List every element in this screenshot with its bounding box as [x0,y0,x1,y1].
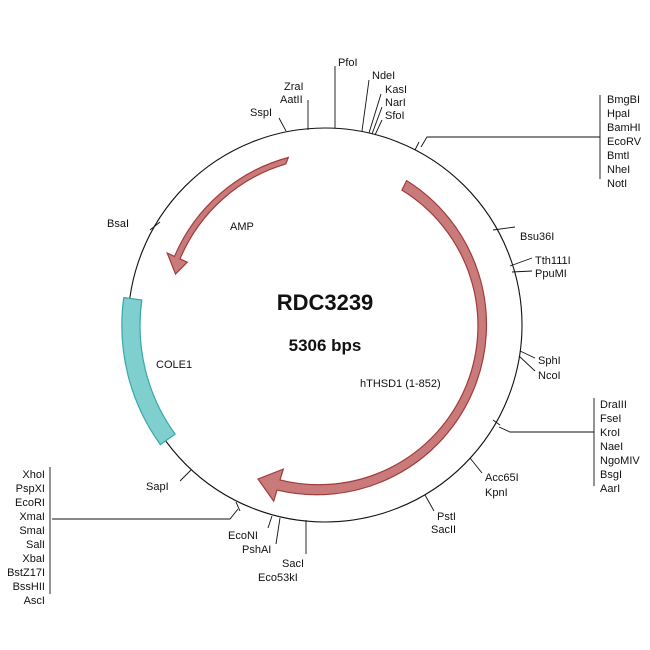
site-label-sfoi: SfoI [385,110,405,122]
site-tick-ppumi [511,270,533,273]
site-tick-ncoi [518,355,536,372]
site-tick-ndei [361,79,370,132]
site-label-sapi: SapI [146,481,169,493]
site-label-kasi: KasI [385,84,407,96]
site-label-bmgbi: BmgBI [607,94,640,106]
hthsd1-feature-label: hTHSD1 (1-852) [360,378,441,390]
site-label-bamhi: BamHI [607,122,641,134]
site-label-saci: SacI [282,558,304,570]
plasmid-backbone [127,127,523,523]
site-label-pfoi: PfoI [338,57,358,69]
site-cluster-right: DraIII FseI KroI NaeI NgoMIV BsgI AarI [492,398,640,495]
site-label-kpni: KpnI [485,487,508,499]
site-label-xhoi: XhoI [22,469,45,481]
cole1-feature-label: COLE1 [156,359,192,371]
plasmid-size: 5306 bps [289,336,362,355]
site-label-hpai: HpaI [607,108,630,120]
site-label-sacii: SacII [431,524,456,536]
site-label-sali: SalI [26,539,45,551]
amp-feature-label: AMP [230,221,254,233]
site-label-kroi: KroI [600,427,620,439]
site-tick-sfoi [374,119,383,136]
amp-feature-arrow [166,156,290,276]
site-tick-tth111i [509,257,533,267]
plasmid-name: RDC3239 [277,290,374,315]
site-label-bmti: BmtI [607,150,630,162]
site-label-econi: EcoNI [228,530,258,542]
site-tick-psti [424,494,435,512]
site-label-pshai: PshAI [242,544,271,556]
site-label-tth111i: Tth111I [535,255,571,267]
site-label-ndei: NdeI [372,70,395,82]
site-label-ngomiv: NgoMIV [600,455,640,467]
site-label-ppumi: PpuMI [535,268,567,280]
site-label-ecori: EcoRI [15,497,45,509]
site-label-aatii: AatII [280,94,303,106]
site-label-bsshii: BssHII [13,581,45,593]
site-tick-kasi [368,93,382,134]
hthsd1-feature-arrow [257,179,488,503]
site-tick-acc65i [469,457,483,474]
site-label-sspi: SspI [250,107,272,119]
site-label-nari: NarI [385,97,406,109]
site-label-psti: PstI [437,511,456,523]
site-tick-sapi [179,469,192,482]
site-label-bsu36i: Bsu36I [520,231,554,243]
site-label-xbai: XbaI [22,553,45,565]
site-label-draiii: DraIII [600,399,627,411]
site-tick-econi [267,515,273,529]
site-label-pspxi: PspXI [16,483,45,495]
site-label-xmai: XmaI [19,511,45,523]
site-label-bsgi: BsgI [600,469,622,481]
site-tick-sspi [278,117,287,132]
site-label-asci: AscI [24,595,45,607]
site-label-acc65i: Acc65I [485,472,519,484]
site-label-fsei: FseI [600,413,621,425]
site-cluster-top-right: BmgBI HpaI BamHI EcoRV BmtI NheI NotI [414,94,642,190]
site-tick-nari [371,106,383,135]
site-label-sphi: SphI [538,355,561,367]
site-label-naei: NaeI [600,441,623,453]
site-cluster-bottom-left: XhoI PspXI EcoRI XmaI SmaI SalI XbaI Bst… [7,467,241,607]
cole1-feature-box [121,296,176,446]
site-label-nhei: NheI [607,164,630,176]
site-tick-bsai [149,221,161,231]
site-label-eco53ki: Eco53kI [258,572,298,584]
site-label-smai: SmaI [19,525,45,537]
site-label-ncoi: NcoI [538,370,561,382]
site-tick-sphi [519,350,536,359]
site-label-aari: AarI [600,483,620,495]
site-label-bstz17i: BstZ17I [7,567,45,579]
site-tick-bsu36i [492,226,516,231]
site-tick-pshai [275,517,281,545]
site-label-ecorv: EcoRV [607,136,642,148]
site-label-noti: NotI [607,178,627,190]
site-label-zrai: ZraI [284,81,304,93]
site-label-bsai: BsaI [107,218,129,230]
